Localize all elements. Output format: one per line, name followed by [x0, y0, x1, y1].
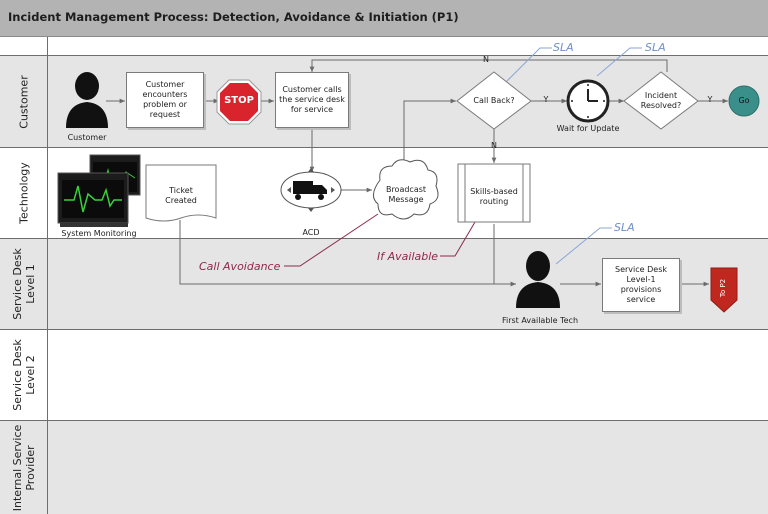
lane-header-spacer [0, 37, 48, 55]
lane-header-customer: Customer [0, 56, 48, 147]
skills-routing-label: Skills-based routing [465, 187, 523, 207]
customer-calls-box: Customer calls the service desk for serv… [275, 72, 349, 128]
first-available-tech-person-icon [516, 251, 560, 308]
acd-truck-icon [280, 168, 342, 212]
skills-line1: Skills-based [470, 187, 518, 196]
edge-label-n-top: N [483, 55, 489, 64]
customer-encounters-box: Customer encounters problem or request [126, 72, 204, 128]
to-p2-label: To P2 [719, 278, 727, 298]
lane-service-desk-2: Service Desk Level 2 [0, 330, 768, 421]
ticket-created-line1: Ticket [169, 186, 193, 195]
stop-sign-icon [216, 79, 262, 125]
lane-header-technology: Technology [0, 148, 48, 238]
stop-label: STOP [224, 95, 254, 106]
edge-skills-to-tech [493, 224, 516, 287]
incident-resolved-label: Incident Resolved? [630, 91, 692, 111]
edge-resolved-no-loop [309, 59, 668, 72]
edge-label-y-resolved: Y [707, 95, 713, 104]
ticket-created-label: Ticket Created [146, 186, 216, 206]
customer-person-icon [66, 72, 108, 128]
broadcast-line1: Broadcast [385, 185, 427, 194]
sla-callout-line-1 [505, 47, 552, 83]
customer-label: Customer [67, 133, 107, 142]
first-available-tech-label: First Available Tech [501, 316, 579, 325]
clock-icon [566, 79, 610, 123]
incident-resolved-line1: Incident [644, 91, 678, 100]
go-circle [728, 85, 760, 117]
if-available-annotation: If Available [377, 250, 439, 263]
incident-resolved-line2: Resolved? [640, 101, 682, 110]
sla-annotation-2: SLA [645, 41, 666, 54]
system-monitoring-icon [57, 154, 141, 227]
broadcast-cloud-shape [373, 159, 439, 220]
edge-label-n-down: N [491, 141, 497, 150]
to-p2-connector [710, 267, 738, 313]
sla-callout-line-3 [555, 227, 612, 265]
wait-for-update-label: Wait for Update [556, 124, 620, 133]
ticket-created-line2: Created [165, 196, 197, 205]
call-avoidance-line [284, 213, 379, 267]
provisions-service-box: Service Desk Level-1 provisions service [602, 258, 680, 312]
call-back-diamond [456, 71, 532, 130]
edge-broadcast-to-callback [403, 98, 456, 163]
lane-header-row [0, 37, 768, 56]
lane-header-service-desk-2: Service Desk Level 2 [0, 330, 48, 420]
title-bar: Incident Management Process: Detection, … [0, 0, 768, 37]
incident-resolved-diamond [623, 71, 699, 130]
skills-routing-shape [457, 163, 531, 223]
if-available-line [440, 221, 476, 257]
ticket-created-shape [145, 164, 217, 222]
go-label: Go [738, 96, 750, 105]
broadcast-line2: Message [388, 195, 424, 204]
skills-line2: routing [479, 197, 509, 206]
sla-callout-line-2 [596, 47, 642, 77]
acd-label: ACD [302, 228, 320, 237]
call-back-label: Call Back? [473, 96, 515, 105]
lane-header-service-desk-1: Service Desk Level 1 [0, 239, 48, 329]
lane-header-internal-service-provider: Internal Service Provider [0, 421, 48, 514]
system-monitoring-label: System Monitoring [61, 229, 137, 238]
sla-annotation-3: SLA [614, 221, 635, 234]
edge-ticket-to-tech [179, 220, 494, 285]
page-title: Incident Management Process: Detection, … [8, 10, 459, 24]
broadcast-message-label: Broadcast Message [378, 185, 434, 205]
sla-annotation-1: SLA [553, 41, 574, 54]
lane-internal-service-provider: Internal Service Provider [0, 421, 768, 514]
edge-label-y-callback: Y [543, 95, 549, 104]
call-avoidance-annotation: Call Avoidance [199, 260, 281, 273]
